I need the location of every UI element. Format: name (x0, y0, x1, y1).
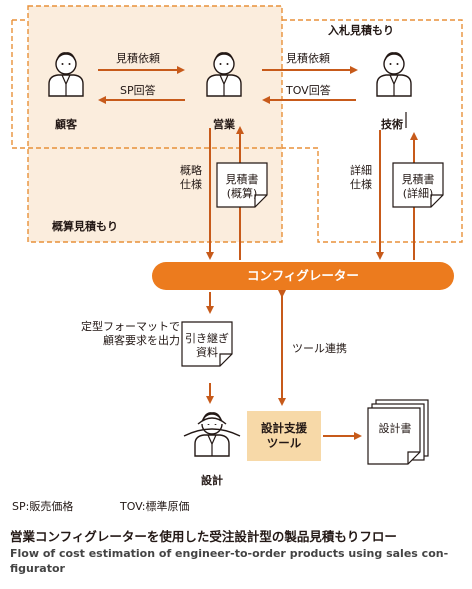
rough-estimate-label: 概算見積もり (52, 220, 118, 233)
caption-title-en-line2: figurator (10, 562, 65, 575)
engineer-person-icon (376, 52, 412, 97)
design-support-tool-box: 設計支援ツール (247, 411, 321, 461)
tool-link-label: ツール連携 (292, 342, 347, 355)
quote-detail-text: 見積書(詳細) (401, 173, 435, 200)
configurator-bar: コンフィグレーター (152, 262, 454, 290)
design-doc-stack-icon (367, 399, 429, 465)
caption-title-en-line1: Flow of cost estimation of engineer-to-o… (10, 547, 449, 560)
legend-sp: SP:販売価格 (12, 500, 74, 513)
sp-answer-label: SP回答 (120, 84, 156, 97)
bid-estimate-label: 入札見積もり (328, 24, 394, 37)
standard-format-label: 定型フォーマットで顧客要求を出力 (81, 320, 180, 347)
handover-doc-text: 引き継ぎ資料 (185, 332, 229, 359)
legend-tov: TOV:標準原価 (120, 500, 190, 513)
engineering-label: 技術 (381, 118, 403, 131)
caption-title-ja: 営業コンフィグレーターを使用した受注設計型の製品見積もりフロー (10, 529, 397, 544)
quote-request-label-2: 見積依頼 (286, 52, 330, 65)
tov-answer-label: TOV回答 (286, 84, 331, 97)
designer-cap-icon (183, 428, 241, 437)
sales-label: 営業 (213, 118, 235, 131)
quote-request-label-1: 見積依頼 (116, 52, 160, 65)
detail-spec-label: 詳細仕様 (350, 164, 372, 191)
quote-rough-text: 見積書(概算) (225, 173, 259, 200)
design-doc-text: 設計書 (378, 422, 412, 435)
rough-spec-label: 概略仕様 (180, 164, 202, 191)
bid-estimate-region (11, 19, 463, 243)
customer-label: 顧客 (55, 118, 77, 131)
design-label: 設計 (201, 474, 223, 487)
